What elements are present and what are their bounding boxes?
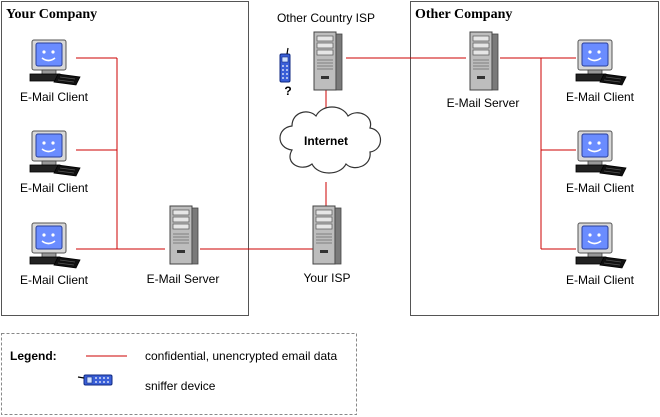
legend-line-label: confidential, unencrypted email data xyxy=(145,349,337,363)
server-icon xyxy=(469,31,499,91)
legend-device-label: sniffer device xyxy=(145,379,216,393)
other-isp-label: Other Country ISP xyxy=(277,11,375,25)
email-client-label: E-Mail Client xyxy=(20,181,89,195)
other-email-server-label: E-Mail Server xyxy=(447,96,520,110)
email-client-icon xyxy=(575,39,627,86)
server-icon xyxy=(313,31,343,91)
legend-box xyxy=(1,333,357,415)
server-icon xyxy=(312,205,342,265)
your-company-box xyxy=(1,1,249,316)
email-client-icon xyxy=(29,222,81,269)
email-client-icon xyxy=(29,130,81,177)
internet-cloud-icon xyxy=(279,106,382,174)
server-icon xyxy=(169,205,199,265)
email-client-icon xyxy=(575,222,627,269)
internet-label: Internet xyxy=(304,134,348,148)
email-client-label: E-Mail Client xyxy=(566,181,635,195)
email-client-label: E-Mail Client xyxy=(20,90,89,104)
sniffer-device-icon xyxy=(279,47,291,83)
legend-sniffer-icon xyxy=(77,374,113,386)
email-client-label: E-Mail Client xyxy=(566,273,635,287)
data-lines xyxy=(76,57,576,250)
your-company-title: Your Company xyxy=(6,7,97,22)
your-email-server-label: E-Mail Server xyxy=(147,272,220,286)
sniffer-unknown-label: ? xyxy=(284,84,291,98)
email-client-label: E-Mail Client xyxy=(566,90,635,104)
your-isp-label: Your ISP xyxy=(304,271,351,285)
other-company-title: Other Company xyxy=(415,7,512,22)
email-client-icon xyxy=(29,39,81,86)
email-client-icon xyxy=(575,130,627,177)
other-company-box xyxy=(410,1,659,316)
email-client-label: E-Mail Client xyxy=(20,273,89,287)
legend-title: Legend: xyxy=(10,349,57,363)
